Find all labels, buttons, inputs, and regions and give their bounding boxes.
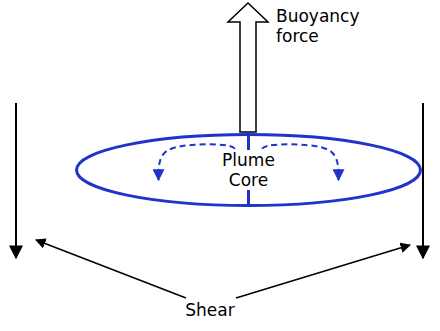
force-label: Buoyancy force: [276, 6, 376, 46]
plume-outline: [77, 135, 421, 206]
plume-ellipse: Plume Core: [75, 133, 422, 207]
shear-arrow: [422, 103, 424, 258]
leader-line: [36, 240, 186, 298]
buoyancy-arrow: [228, 3, 268, 132]
shear-arrow: [15, 103, 17, 258]
shear-label: Shear: [180, 300, 240, 320]
node-text: Plume Core: [216, 150, 282, 190]
leader-line: [236, 245, 410, 298]
